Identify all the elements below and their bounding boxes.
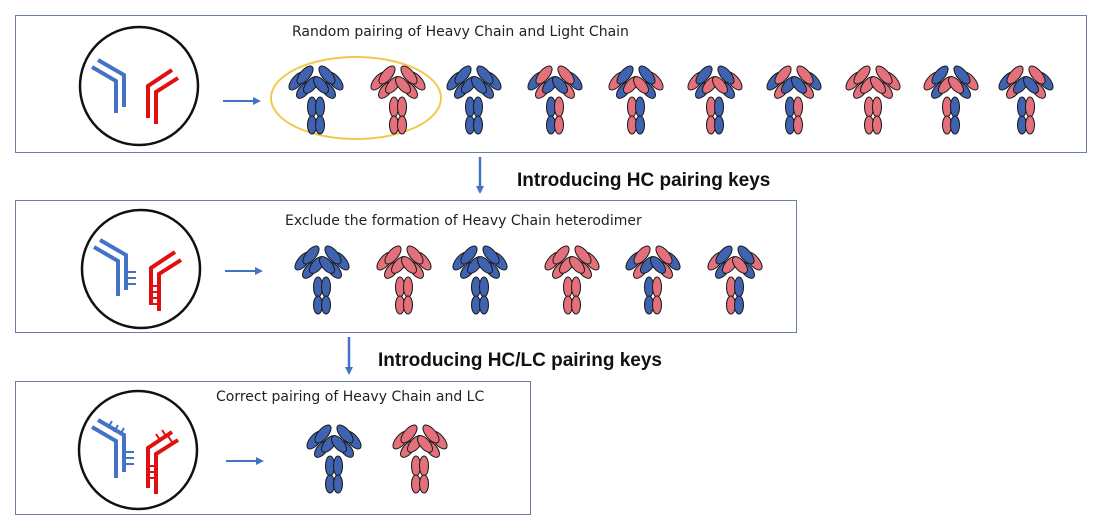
antibody-icon	[452, 245, 508, 315]
antibody-icon	[845, 65, 901, 135]
step-label-hc-lc-keys: Introducing HC/LC pairing keys	[378, 350, 662, 371]
heavy-chain-blue-icon	[92, 238, 136, 296]
panel-title: Random pairing of Heavy Chain and Light …	[292, 24, 629, 40]
highlight-ellipse	[270, 56, 442, 140]
heavy-chain-blue-icon	[90, 418, 134, 478]
antibody-icon	[766, 65, 822, 135]
chain-icon-random	[78, 25, 200, 147]
panel-title: Correct pairing of Heavy Chain and LC	[216, 389, 485, 405]
chain-icon-hc-keys	[80, 208, 202, 330]
step-label-hc-keys: Introducing HC pairing keys	[517, 170, 771, 191]
heavy-chain-blue-icon	[90, 58, 126, 113]
chain-icon-hc-lc-keys	[77, 389, 199, 511]
antibody-icon	[608, 65, 664, 135]
antibody-icon	[392, 424, 448, 494]
antibody-icon	[306, 424, 362, 494]
antibody-icon	[687, 65, 743, 135]
antibody-icon	[544, 245, 600, 315]
antibody-icon	[998, 65, 1054, 135]
antibody-icon	[294, 245, 350, 315]
antibody-icon	[527, 65, 583, 135]
panel-title: Exclude the formation of Heavy Chain het…	[285, 213, 642, 229]
antibody-icon	[625, 245, 681, 315]
antibody-icon	[707, 245, 763, 315]
light-chain-red-icon	[146, 429, 180, 494]
light-chain-red-icon	[149, 250, 183, 311]
antibody-icon	[446, 65, 502, 135]
antibody-icon	[376, 245, 432, 315]
antibody-icon	[288, 65, 344, 135]
antibody-icon	[370, 65, 426, 135]
light-chain-red-icon	[146, 68, 180, 124]
antibody-icon	[923, 65, 979, 135]
